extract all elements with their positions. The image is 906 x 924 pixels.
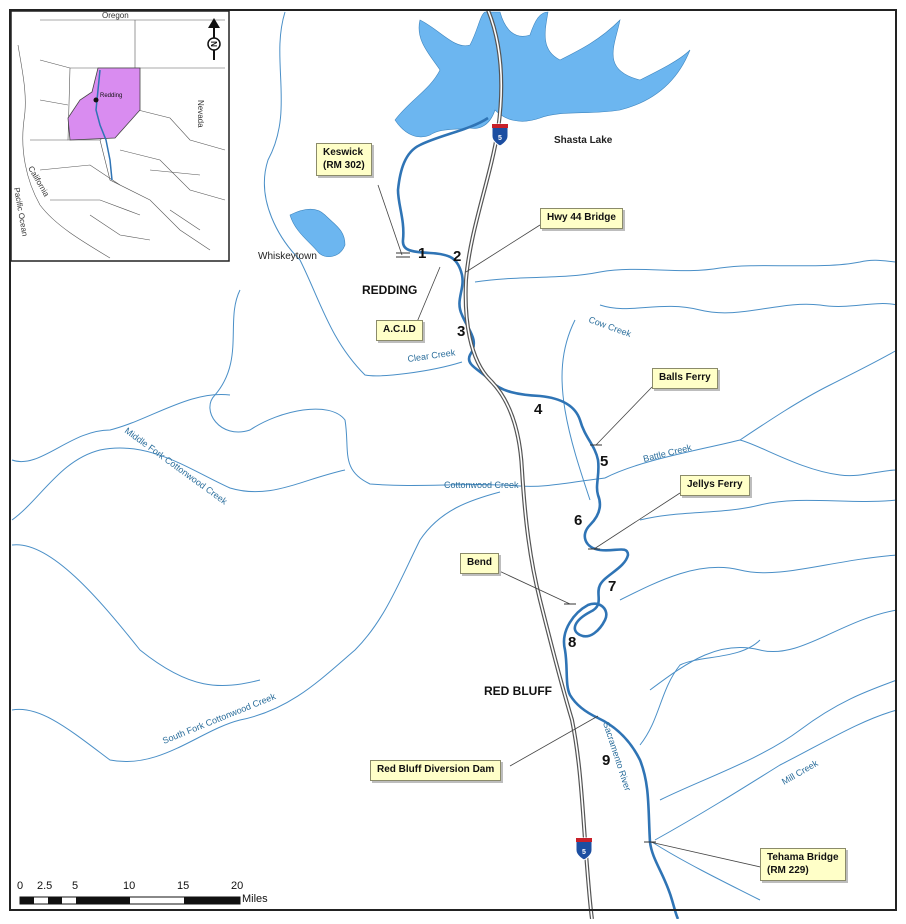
creek-cow-3 <box>561 319 591 501</box>
label-cottonwood-creek: Cottonwood Creek <box>444 480 519 490</box>
callout-acid: A.C.I.D <box>376 320 423 341</box>
leader-hwy44 <box>465 224 541 273</box>
label-red-bluff: RED BLUFF <box>484 684 552 698</box>
north-arrow-label: N <box>210 41 219 47</box>
creek-top-left <box>263 11 463 377</box>
label-battle-creek: Battle Creek <box>642 442 693 464</box>
scale-tick-5: 5 <box>72 880 79 892</box>
callout-keswick: Keswick (RM 302) <box>316 143 372 176</box>
gauge-ticks <box>396 252 656 843</box>
creek-south-fork <box>11 491 501 762</box>
interstate-shield-north: 5 <box>491 123 509 147</box>
leader-jellys <box>593 492 681 550</box>
leader-bend <box>496 569 571 605</box>
callout-keswick-name: Keswick <box>323 147 364 158</box>
inset-nevada-label: Nevada <box>196 100 205 128</box>
label-south-fork: South Fork Cottonwood Creek <box>161 691 277 746</box>
reach-number-9: 9 <box>602 752 611 769</box>
reach-number-7: 7 <box>608 578 617 595</box>
creek-south-fork-2 <box>11 544 261 687</box>
sacramento-river <box>396 116 680 920</box>
callout-tehama-name: Tehama Bridge <box>767 852 839 863</box>
inset-oregon-label: Oregon <box>102 11 129 20</box>
inset-redding-dot <box>93 97 99 103</box>
label-whiskeytown: Whiskeytown <box>258 251 317 262</box>
scale-tick-10: 10 <box>123 880 136 892</box>
scale-tick-15: 15 <box>177 880 190 892</box>
leader-rbdd <box>509 715 599 767</box>
reach-number-8: 8 <box>568 634 577 651</box>
leader-keswick <box>377 184 403 256</box>
callout-tehama-rm: (RM 229) <box>767 864 809 876</box>
scale-tick-2-5: 2.5 <box>37 880 53 892</box>
reach-number-1: 1 <box>418 245 427 262</box>
interstate-shield-south-label: 5 <box>582 849 586 856</box>
label-redding: REDDING <box>362 283 418 297</box>
leader-balls <box>595 386 653 446</box>
reach-number-4: 4 <box>534 401 543 418</box>
callout-tehama: Tehama Bridge (RM 229) <box>760 848 846 881</box>
whiskeytown-lake <box>289 208 346 258</box>
north-arrow-icon: N <box>207 18 221 60</box>
creek-east-5 <box>659 679 898 801</box>
creek-east-1 <box>639 499 898 521</box>
reach-number-6: 6 <box>574 512 583 529</box>
creek-battle-2 <box>739 349 898 441</box>
inset-map: Redding Oregon Nevada California Pacific… <box>10 10 230 262</box>
creek-mill <box>654 709 898 841</box>
scale-tick-20: 20 <box>231 880 244 892</box>
callout-keswick-rm: (RM 302) <box>323 159 365 171</box>
scale-unit: Miles <box>242 893 268 905</box>
creek-cow-2 <box>599 303 898 314</box>
reach-number-3: 3 <box>457 323 466 340</box>
inset-river <box>95 69 113 181</box>
creek-east-4 <box>639 639 761 746</box>
label-middle-fork: Middle Fork Cottonwood Creek <box>123 426 230 507</box>
leader-tehama <box>649 841 766 869</box>
interstate-shield-north-label: 5 <box>498 135 502 142</box>
inset-redding-label: Redding <box>100 93 122 99</box>
shasta-lake <box>394 11 691 138</box>
scale-tick-0: 0 <box>17 880 24 892</box>
callout-rbdd: Red Bluff Diversion Dam <box>370 760 502 781</box>
creek-southwest <box>11 393 231 463</box>
creek-middle-fork <box>11 447 346 521</box>
label-shasta-lake: Shasta Lake <box>554 135 613 146</box>
creek-east-3 <box>649 609 898 691</box>
leader-acid <box>416 266 441 323</box>
callout-jellys-ferry: Jellys Ferry <box>680 475 750 496</box>
inset-study-area <box>67 67 141 141</box>
label-cow-creek: Cow Creek <box>587 314 633 339</box>
callout-bend: Bend <box>460 553 499 574</box>
callout-hwy44: Hwy 44 Bridge <box>540 208 623 229</box>
callout-balls-ferry: Balls Ferry <box>652 368 718 389</box>
creek-network <box>11 11 898 901</box>
creek-battle <box>604 439 898 479</box>
interstate-shield-south: 5 <box>575 837 593 861</box>
label-clear-creek: Clear Creek <box>407 347 456 364</box>
interstate-5 <box>463 9 594 920</box>
reach-number-2: 2 <box>453 248 462 265</box>
creek-cow <box>474 259 898 283</box>
scale-bar <box>19 896 241 905</box>
creek-bottom-east <box>651 841 761 901</box>
reach-number-5: 5 <box>600 453 609 470</box>
leader-lines <box>377 184 766 869</box>
creek-east-2 <box>619 554 898 601</box>
